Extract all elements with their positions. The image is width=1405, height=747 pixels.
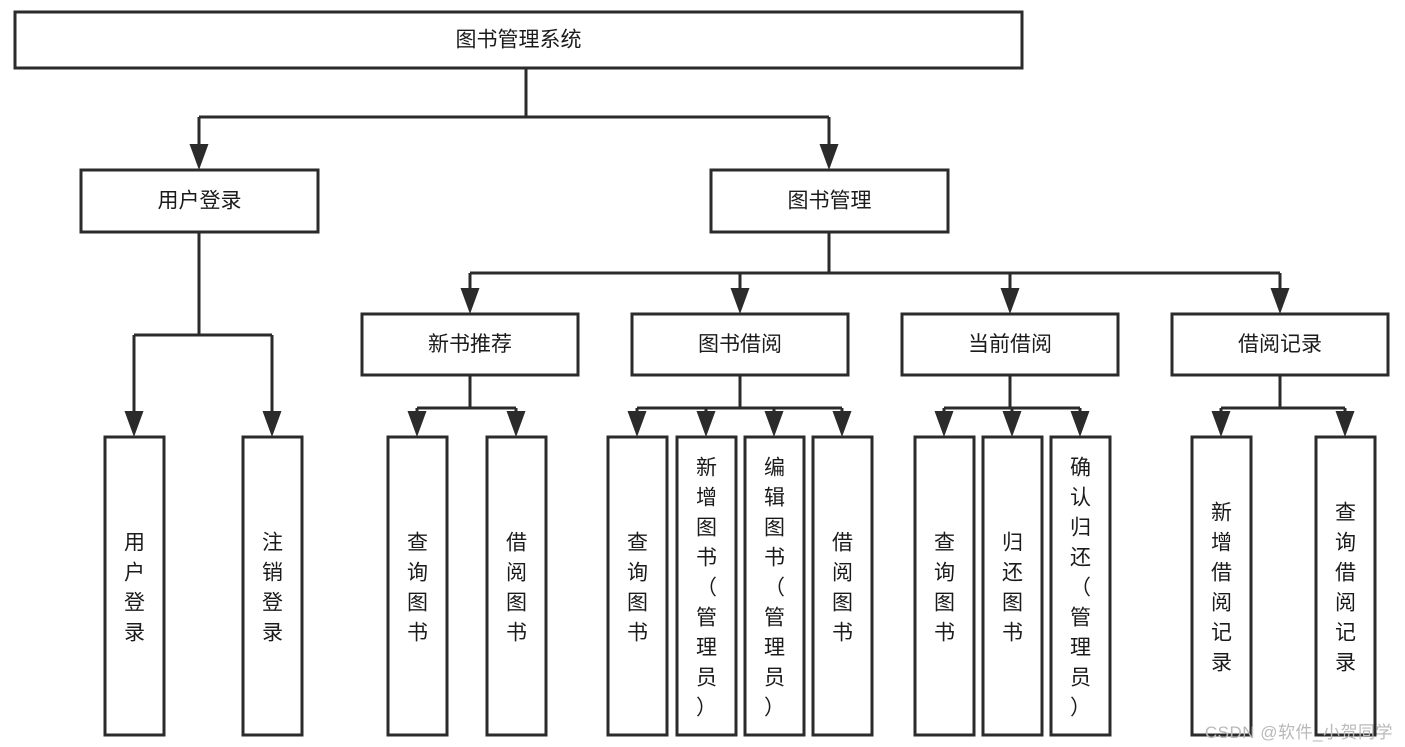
arrow-head-icon	[1211, 411, 1231, 437]
node-leaf-add-record[interactable]: 新增借阅记录	[1190, 435, 1253, 737]
node-box[interactable]	[709, 168, 950, 234]
node-borrow-record[interactable]: 借阅记录	[1170, 312, 1390, 377]
node-box[interactable]	[241, 435, 304, 737]
node-label: 当前借阅	[968, 333, 1052, 356]
node-box[interactable]	[360, 312, 580, 377]
connector-current-borrow	[934, 375, 1090, 437]
arrow-head-icon	[1000, 288, 1020, 314]
node-box[interactable]	[630, 312, 850, 377]
node-box[interactable]	[743, 435, 806, 737]
arrow-head-icon	[819, 144, 839, 170]
node-leaf-query-book-3[interactable]: 查询图书	[913, 435, 976, 737]
node-root[interactable]: 图书管理系统	[13, 10, 1024, 70]
node-label: 用户登录	[124, 531, 145, 644]
node-box[interactable]	[606, 435, 669, 737]
node-label: 查询图书	[934, 531, 955, 644]
arrow-head-icon	[627, 411, 647, 437]
arrow-head-icon	[506, 411, 526, 437]
node-label: 图书管理系统	[456, 29, 582, 52]
node-box[interactable]	[900, 312, 1120, 377]
connector-book-manage	[460, 232, 1290, 314]
arrow-head-icon	[407, 411, 427, 437]
node-current-borrow[interactable]: 当前借阅	[900, 312, 1120, 377]
node-label: 新增借阅记录	[1211, 501, 1232, 674]
node-label: 借阅图书	[832, 531, 853, 644]
connector-root	[189, 68, 839, 170]
node-box[interactable]	[103, 435, 166, 737]
arrow-head-icon	[832, 411, 852, 437]
arrow-head-icon	[1270, 288, 1290, 314]
node-label: 确认归还（管理员）	[1070, 456, 1091, 719]
arrow-head-icon	[460, 288, 480, 314]
node-label: 新增图书（管理员）	[696, 456, 717, 719]
arrow-head-icon	[1335, 411, 1355, 437]
arrow-head-icon	[696, 411, 716, 437]
connector-layer	[124, 68, 1355, 437]
node-new-book-rec[interactable]: 新书推荐	[360, 312, 580, 377]
arrow-head-icon	[730, 288, 750, 314]
node-box[interactable]	[1314, 435, 1377, 737]
node-label: 查询图书	[407, 531, 428, 644]
node-leaf-borrow-book-1[interactable]: 借阅图书	[485, 435, 548, 737]
node-label: 图书借阅	[698, 333, 782, 356]
arrow-head-icon	[764, 411, 784, 437]
node-leaf-return-book[interactable]: 归还图书	[981, 435, 1044, 737]
node-box[interactable]	[1049, 435, 1112, 737]
node-book-manage[interactable]: 图书管理	[709, 168, 950, 234]
node-label: 归还图书	[1002, 531, 1023, 644]
node-leaf-confirm-return[interactable]: 确认归还（管理员）	[1049, 435, 1112, 737]
node-label: 查询借阅记录	[1335, 501, 1356, 674]
connector-user-login	[124, 232, 282, 437]
node-box[interactable]	[913, 435, 976, 737]
connector-book-borrow	[627, 375, 852, 437]
node-box[interactable]	[13, 10, 1024, 70]
node-box[interactable]	[1170, 312, 1390, 377]
connector-borrow-record	[1211, 375, 1355, 437]
node-user-login[interactable]: 用户登录	[79, 168, 320, 234]
arrow-head-icon	[1002, 411, 1022, 437]
node-leaf-borrow-book-2[interactable]: 借阅图书	[811, 435, 874, 737]
arrow-head-icon	[124, 411, 144, 437]
node-leaf-edit-book[interactable]: 编辑图书（管理员）	[743, 435, 806, 737]
node-label: 用户登录	[158, 190, 242, 213]
node-label: 借阅记录	[1238, 333, 1322, 356]
arrow-head-icon	[262, 411, 282, 437]
node-leaf-logout[interactable]: 注销登录	[241, 435, 304, 737]
arrow-head-icon	[189, 144, 209, 170]
node-leaf-add-book[interactable]: 新增图书（管理员）	[675, 435, 738, 737]
node-label: 新书推荐	[428, 333, 512, 356]
node-layer: 图书管理系统用户登录图书管理新书推荐图书借阅当前借阅借阅记录用户登录注销登录查询…	[13, 10, 1390, 737]
node-box[interactable]	[1190, 435, 1253, 737]
node-box[interactable]	[981, 435, 1044, 737]
node-leaf-query-book-2[interactable]: 查询图书	[606, 435, 669, 737]
node-label: 借阅图书	[506, 531, 527, 644]
node-label: 查询图书	[627, 531, 648, 644]
node-box[interactable]	[675, 435, 738, 737]
node-label: 编辑图书（管理员）	[764, 456, 785, 719]
node-box[interactable]	[811, 435, 874, 737]
arrow-head-icon	[1070, 411, 1090, 437]
connector-new-book-rec	[407, 375, 526, 437]
node-label: 注销登录	[262, 531, 283, 644]
arrow-head-icon	[934, 411, 954, 437]
node-leaf-query-book-1[interactable]: 查询图书	[386, 435, 449, 737]
node-leaf-user-login[interactable]: 用户登录	[103, 435, 166, 737]
node-box[interactable]	[79, 168, 320, 234]
node-box[interactable]	[485, 435, 548, 737]
node-label: 图书管理	[788, 190, 872, 213]
node-box[interactable]	[386, 435, 449, 737]
node-leaf-query-record[interactable]: 查询借阅记录	[1314, 435, 1377, 737]
node-book-borrow[interactable]: 图书借阅	[630, 312, 850, 377]
